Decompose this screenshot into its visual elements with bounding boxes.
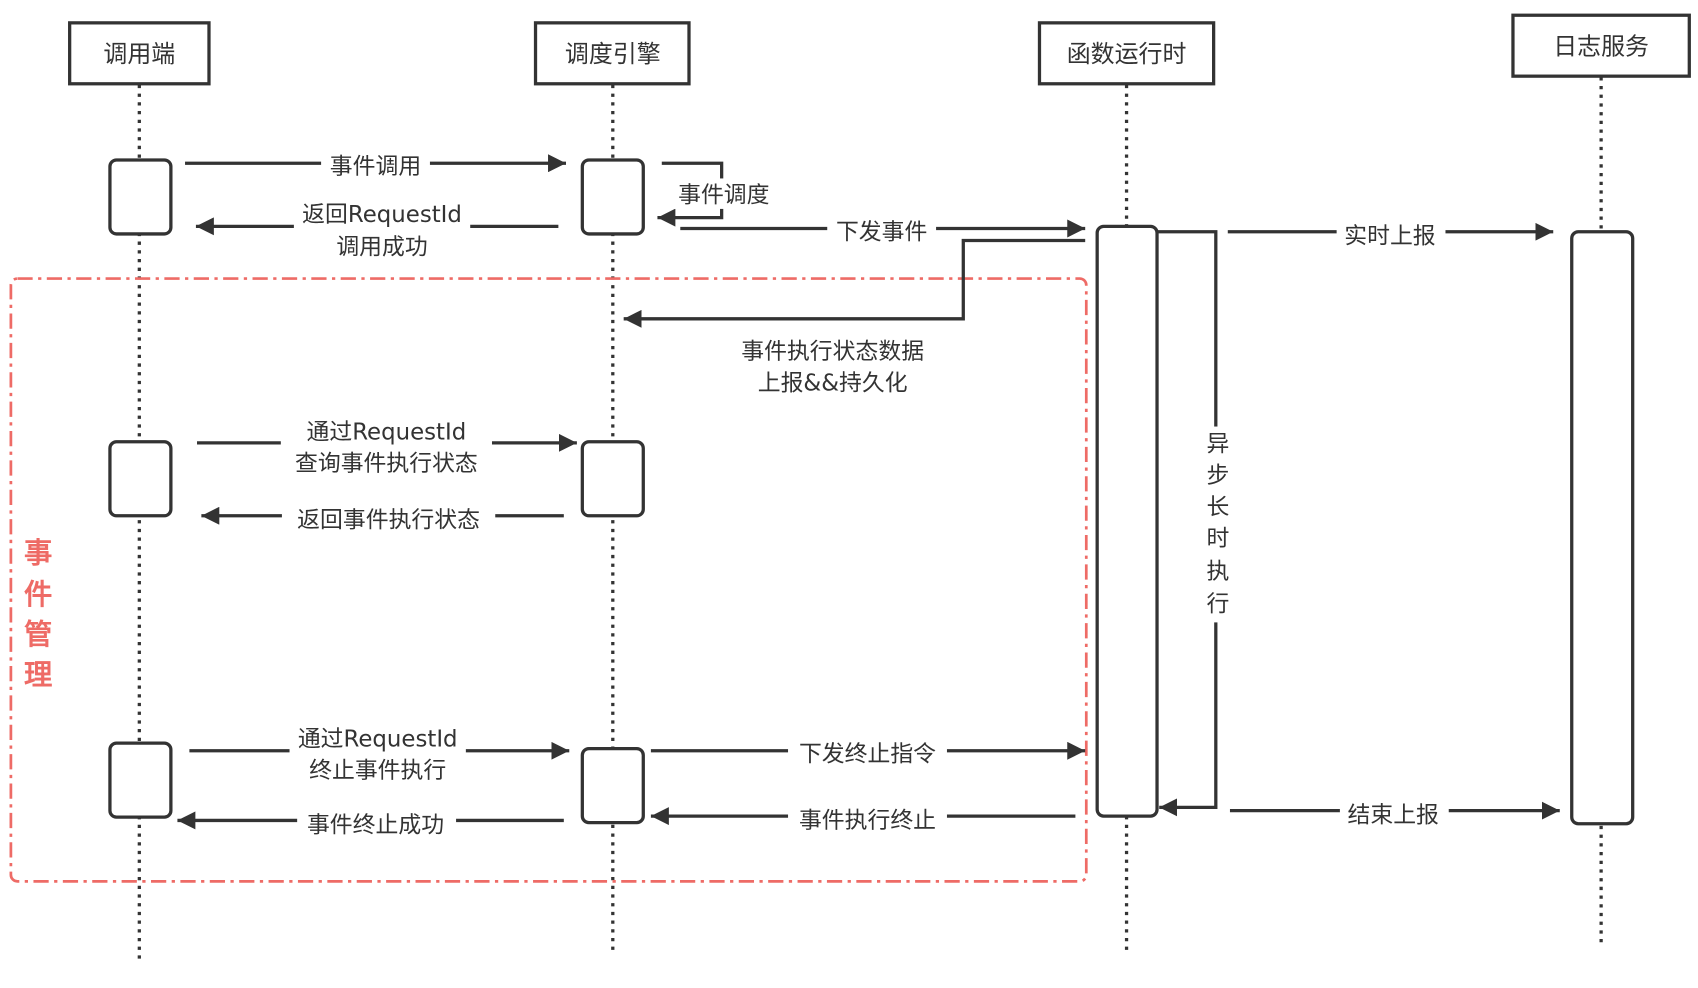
participant-log: 日志服务 xyxy=(1511,13,1691,78)
svg-text:管: 管 xyxy=(24,618,52,651)
message-stop-event: 通过RequestId 终止事件执行 xyxy=(189,722,570,784)
participant-caller: 调用端 xyxy=(68,21,211,86)
activation-runtime xyxy=(1095,224,1159,818)
event-management-group xyxy=(9,277,1088,883)
activation-scheduler-2 xyxy=(580,440,645,518)
svg-text:事件执行终止: 事件执行终止 xyxy=(799,808,936,834)
group-label: 事 件 管 理 xyxy=(24,537,52,692)
svg-text:异: 异 xyxy=(1207,432,1230,458)
svg-text:下发终止指令: 下发终止指令 xyxy=(799,742,936,768)
svg-text:事件调用: 事件调用 xyxy=(330,154,421,180)
participant-scheduler: 调度引擎 xyxy=(533,21,691,86)
svg-text:通过RequestId: 通过RequestId xyxy=(298,726,458,752)
message-query-status: 通过RequestId 查询事件执行状态 xyxy=(197,415,577,477)
activation-caller-2 xyxy=(108,440,173,518)
message-invoke: 事件调用 xyxy=(185,149,566,180)
participant-label: 函数运行时 xyxy=(1067,40,1187,68)
participant-runtime: 函数运行时 xyxy=(1037,21,1216,86)
activation-scheduler-3 xyxy=(580,746,645,825)
message-end-report: 结束上报 xyxy=(1229,796,1560,829)
message-return-request-id: 返回RequestId 调用成功 xyxy=(195,199,559,261)
message-stop-command: 下发终止指令 xyxy=(650,736,1086,768)
svg-text:时: 时 xyxy=(1207,526,1230,552)
activation-scheduler-1 xyxy=(580,158,645,236)
svg-text:行: 行 xyxy=(1207,592,1230,618)
svg-text:终止事件执行: 终止事件执行 xyxy=(309,758,446,784)
svg-text:通过RequestId: 通过RequestId xyxy=(307,420,467,446)
message-query-return: 返回事件执行状态 xyxy=(201,501,564,534)
message-stop-success: 事件终止成功 xyxy=(177,806,564,838)
participant-label: 调用端 xyxy=(103,40,175,68)
activation-caller-3 xyxy=(108,741,173,819)
svg-text:步: 步 xyxy=(1207,463,1230,489)
participant-label: 日志服务 xyxy=(1553,32,1649,60)
activation-caller-1 xyxy=(108,158,173,236)
message-dispatch: 下发事件 xyxy=(680,214,1086,245)
svg-text:查询事件执行状态: 查询事件执行状态 xyxy=(295,451,478,477)
message-realtime-report: 实时上报 xyxy=(1227,217,1554,250)
participant-label: 调度引擎 xyxy=(565,40,661,68)
activation-log xyxy=(1570,230,1635,826)
svg-text:事件调度: 事件调度 xyxy=(678,182,769,208)
message-execution-stopped: 事件执行终止 xyxy=(650,801,1076,834)
message-async-execution: 异 步 长 时 执 行 xyxy=(1157,230,1235,817)
svg-text:执: 执 xyxy=(1207,559,1230,585)
svg-text:返回RequestId: 返回RequestId xyxy=(302,202,462,228)
svg-text:调用成功: 调用成功 xyxy=(336,235,427,261)
svg-text:理: 理 xyxy=(24,658,52,691)
svg-text:下发事件: 下发事件 xyxy=(836,219,927,245)
svg-text:件: 件 xyxy=(24,578,52,611)
svg-text:事: 事 xyxy=(24,537,52,570)
message-status-report: 事件执行状态数据 上报&&持久化 xyxy=(623,238,1086,397)
svg-text:返回事件执行状态: 返回事件执行状态 xyxy=(297,508,480,534)
svg-text:长: 长 xyxy=(1207,495,1230,521)
svg-text:事件执行状态数据: 事件执行状态数据 xyxy=(741,339,924,365)
svg-text:结束上报: 结束上报 xyxy=(1348,803,1439,829)
svg-text:实时上报: 实时上报 xyxy=(1344,224,1435,250)
message-schedule-self: 事件调度 xyxy=(657,161,778,227)
svg-text:上报&&持久化: 上报&&持久化 xyxy=(758,371,908,397)
svg-text:事件终止成功: 事件终止成功 xyxy=(307,812,444,838)
